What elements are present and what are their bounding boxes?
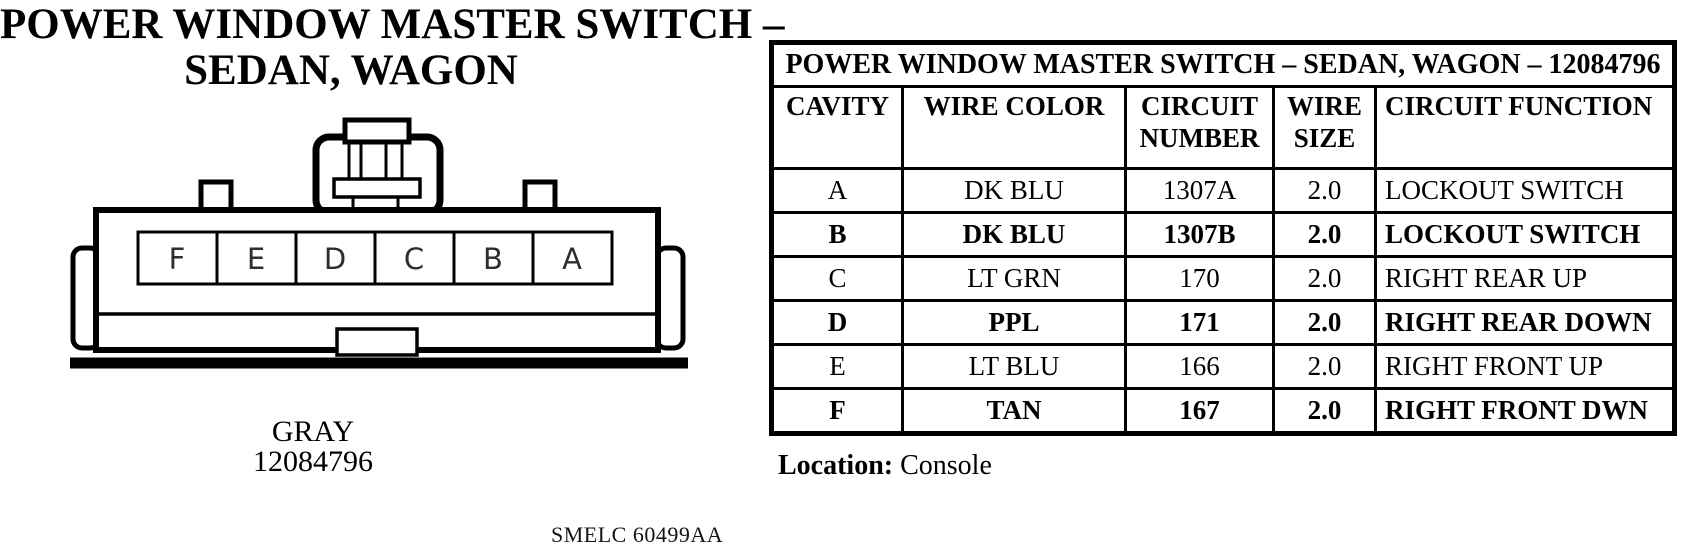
wire-size-cell: 2.0 <box>1272 343 1377 390</box>
cavity-cell: F <box>770 387 904 435</box>
cavity-box-a <box>531 230 614 286</box>
diagram-title-line1: POWER WINDOW MASTER SWITCH – <box>0 1 785 48</box>
wire-color-cell: LT GRN <box>901 255 1127 302</box>
cavity-box-d <box>294 230 377 286</box>
wire-color-cell: TAN <box>901 387 1127 435</box>
connector-diagram: F E D C B A <box>70 117 688 369</box>
table-header-row: CAVITY WIRE COLOR CIRCUIT NUMBER WIRE SI… <box>770 85 1677 170</box>
cavity-cell: A <box>770 167 904 214</box>
circuit-number-cell: 166 <box>1124 343 1275 390</box>
cavity-label: F <box>169 242 186 276</box>
connector-index-slot <box>335 327 419 357</box>
table-row: C LT GRN 170 2.0 RIGHT REAR UP <box>770 255 1677 302</box>
table-row: E LT BLU 166 2.0 RIGHT FRONT UP <box>770 343 1677 390</box>
connector-part-number: 12084796 <box>253 445 373 478</box>
header-wire-size: WIRE SIZE <box>1272 85 1377 170</box>
connector-lock-foot <box>332 177 422 199</box>
wire-color-cell: DK BLU <box>901 211 1127 258</box>
circuit-number-cell: 1307A <box>1124 167 1275 214</box>
header-wire-color: WIRE COLOR <box>901 85 1127 170</box>
cavity-cell: D <box>770 299 904 346</box>
cavity-label: A <box>562 242 582 276</box>
wire-size-cell: 2.0 <box>1272 167 1377 214</box>
wire-size-cell: 2.0 <box>1272 255 1377 302</box>
circuit-function-cell: LOCKOUT SWITCH <box>1373 211 1677 258</box>
circuit-function-cell: RIGHT FRONT UP <box>1373 343 1677 390</box>
wire-size-cell: 2.0 <box>1272 299 1377 346</box>
connector-diagram-section: POWER WINDOW MASTER SWITCH – SEDAN, WAGO… <box>0 0 785 560</box>
circuit-function-cell: LOCKOUT SWITCH <box>1373 167 1677 214</box>
diagram-title: POWER WINDOW MASTER SWITCH – SEDAN, WAGO… <box>0 1 785 94</box>
wire-color-cell: DK BLU <box>901 167 1127 214</box>
circuit-number-cell: 1307B <box>1124 211 1275 258</box>
cavity-label: D <box>324 242 346 276</box>
table-row: F TAN 167 2.0 RIGHT FRONT DWN <box>770 387 1677 435</box>
wire-color-cell: PPL <box>901 299 1127 346</box>
circuit-number-cell: 167 <box>1124 387 1275 435</box>
wire-size-cell: 2.0 <box>1272 387 1377 435</box>
table-title: POWER WINDOW MASTER SWITCH – SEDAN, WAGO… <box>769 41 1677 88</box>
location-label: Location: <box>778 450 894 481</box>
wiring-table-section: POWER WINDOW MASTER SWITCH – SEDAN, WAGO… <box>769 40 1678 436</box>
header-circuit-function: CIRCUIT FUNCTION <box>1373 85 1677 170</box>
connector-lock-tower <box>312 133 444 217</box>
wire-size-cell: 2.0 <box>1272 211 1377 258</box>
table-row: D PPL 171 2.0 RIGHT REAR DOWN <box>770 299 1677 346</box>
connector-color-label: GRAY <box>271 415 355 448</box>
plate-code: SMELC 60499AA <box>551 522 724 547</box>
cavity-label: C <box>404 242 424 276</box>
connector-caption: GRAY 12084796 <box>163 417 463 477</box>
location-value: Console <box>900 450 992 481</box>
table-title-row: POWER WINDOW MASTER SWITCH – SEDAN, WAGO… <box>769 41 1677 88</box>
cavity-cell: E <box>770 343 904 390</box>
cavity-box-f <box>136 230 219 286</box>
cavity-cell: C <box>770 255 904 302</box>
circuit-function-cell: RIGHT REAR DOWN <box>1373 299 1677 346</box>
connector-lock-legs <box>347 142 404 180</box>
circuit-number-cell: 170 <box>1124 255 1275 302</box>
header-cavity: CAVITY <box>770 85 904 170</box>
circuit-number-cell: 171 <box>1124 299 1275 346</box>
cavity-label: E <box>247 242 265 276</box>
cavity-cell: B <box>770 211 904 258</box>
circuit-function-cell: RIGHT REAR UP <box>1373 255 1677 302</box>
diagram-title-line2: SEDAN, WAGON <box>184 47 518 94</box>
table-row: B DK BLU 1307B 2.0 LOCKOUT SWITCH <box>770 211 1677 258</box>
wiring-table: POWER WINDOW MASTER SWITCH – SEDAN, WAGO… <box>769 40 1678 436</box>
header-circuit-number: CIRCUIT NUMBER <box>1124 85 1275 170</box>
location-line: Location: Console <box>778 450 992 482</box>
wire-color-cell: LT BLU <box>901 343 1127 390</box>
table-row: A DK BLU 1307A 2.0 LOCKOUT SWITCH <box>770 167 1677 214</box>
connector-lock-tab <box>342 117 412 145</box>
circuit-function-cell: RIGHT FRONT DWN <box>1373 387 1677 435</box>
cavity-label: B <box>483 242 503 276</box>
